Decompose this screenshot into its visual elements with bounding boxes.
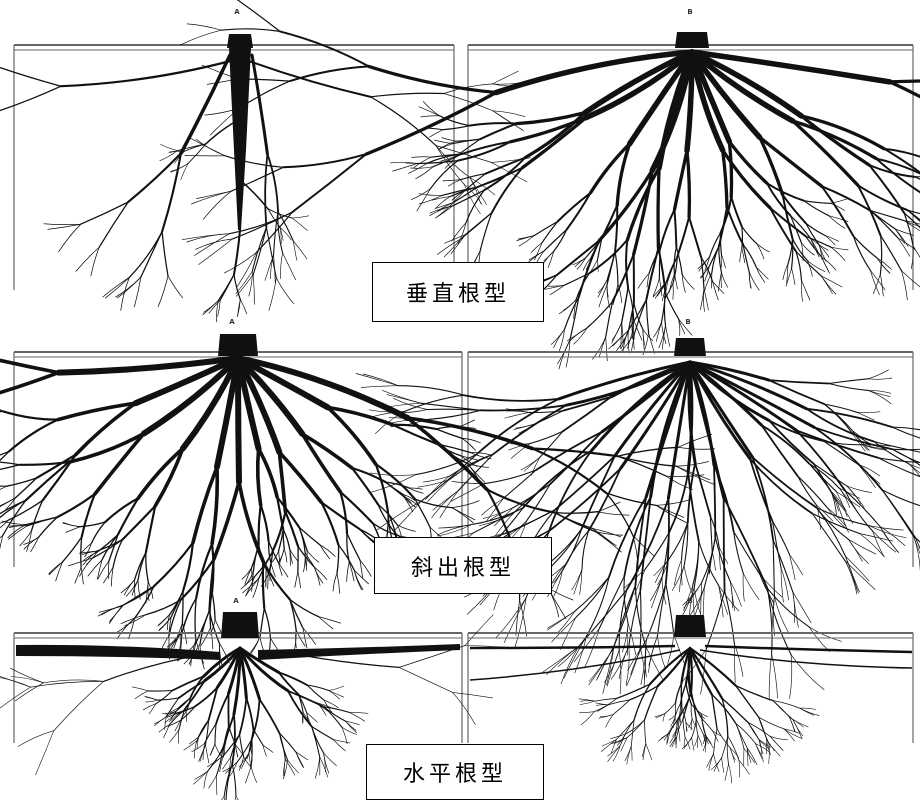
vertical-root-type-label: 垂直根型 [372, 262, 544, 322]
row1-panel-a-letter: A [234, 8, 239, 16]
horizontal-root-type-label: 水平根型 [366, 744, 544, 800]
row2-panel-a-letter: A [229, 318, 234, 326]
row1-panel-b-stump [675, 32, 709, 48]
row3-panel-a-stump [221, 612, 259, 638]
oblique-root-type-label: 斜出根型 [374, 537, 552, 594]
row3-panel-b-letter: B [687, 597, 692, 605]
row1-panel-a-stump [227, 34, 253, 48]
row2-panel-a-stump [218, 334, 258, 356]
row3-panel-a-letter: A [233, 597, 238, 605]
row3-panel-b-stump [674, 615, 706, 637]
row1-panel-b-letter: B [687, 8, 692, 16]
row1-panel-b-roots [181, 0, 920, 369]
row2-panel-b-letter: B [685, 318, 690, 326]
row2-panel-b-stump [674, 338, 706, 356]
